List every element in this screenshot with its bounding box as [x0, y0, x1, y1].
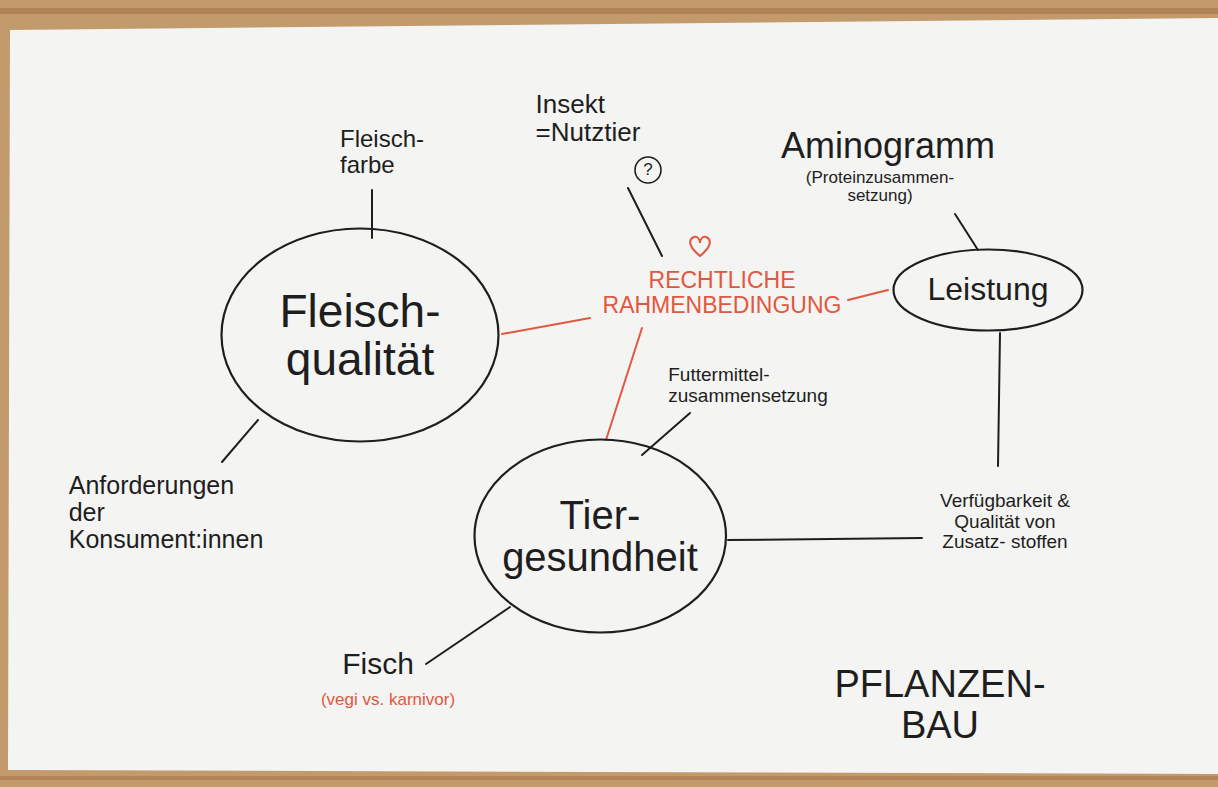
ellipse-outline: [222, 229, 499, 442]
question-circle: [635, 157, 661, 183]
leader-line: [628, 188, 662, 256]
leader-line: [642, 413, 690, 455]
leader-line: [998, 333, 1000, 466]
ellipse-outline: [894, 250, 1083, 331]
topic-ellipse: Tier- gesundheit: [473, 438, 728, 634]
red-lines: [502, 237, 888, 440]
wood-seam: [0, 776, 1218, 780]
topic-title: Fleisch- qualität: [279, 287, 440, 384]
note-label: (vegi vs. karnivor): [321, 691, 455, 709]
red-leader-line: [848, 290, 888, 300]
heart-symbol: [690, 237, 710, 256]
topic-title: Tier- gesundheit: [502, 494, 698, 578]
topic-label: Futtermittel- zusammensetzung: [668, 365, 827, 406]
topic-label: Fisch: [342, 648, 414, 680]
leader-line: [371, 190, 373, 238]
wood-seam: [0, 8, 1218, 14]
red-leader-line: [606, 328, 642, 440]
note-label: Insekt =Nutztier: [536, 90, 641, 146]
callout-symbol: ?: [643, 161, 652, 179]
ellipse-outline: [474, 440, 726, 633]
leader-lines: [222, 188, 1000, 664]
topic-label: Aminogramm: [781, 127, 995, 166]
topic-ellipse: Leistung: [892, 248, 1084, 332]
note-label: (Proteinzusammen- setzung): [806, 169, 954, 206]
red-leader-line: [502, 318, 590, 334]
leader-line: [728, 538, 922, 540]
leader-line: [222, 420, 258, 462]
paper-sheet: [8, 18, 1218, 774]
topic-title: Leistung: [928, 273, 1049, 307]
leader-line: [955, 214, 978, 250]
leader-line: [426, 607, 510, 664]
topic-label: Verfügbarkeit & Qualität von Zusatz- sto…: [930, 491, 1080, 553]
topic-label: Anforderungen der Konsument:innen: [69, 472, 264, 553]
topic-label: Fleisch- farbe: [340, 126, 424, 178]
hub-label: RECHTLICHE RAHMENBEDINGUNG: [603, 268, 842, 318]
section-label: PFLANZEN- BAU: [834, 664, 1045, 746]
topic-ellipse: Fleisch- qualität: [220, 227, 500, 443]
